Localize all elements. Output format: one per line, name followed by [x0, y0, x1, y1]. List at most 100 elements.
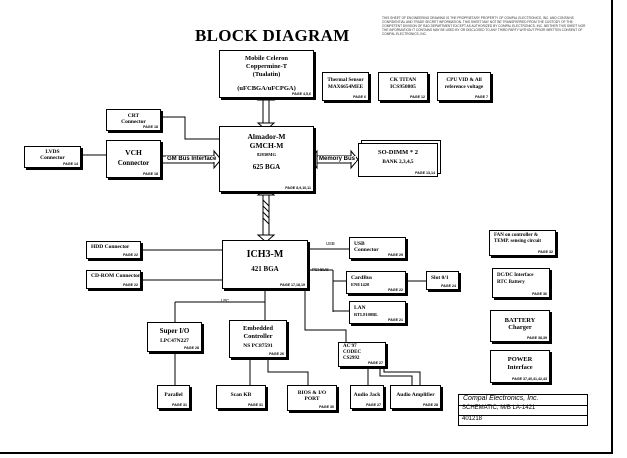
hdd-connector-block: HDD Connector PAGE 22 [86, 241, 141, 259]
slot-page: PAGE 24 [441, 284, 456, 288]
hdd-label: HDD Connector [91, 244, 130, 250]
cpu-label-5: (uFCBGA/uFCPGA) [237, 85, 296, 92]
lpc-bus-lines [174, 289, 266, 322]
ac97-codec-block: AC'97 CODEC CS2992 PAGE 27 [338, 342, 386, 367]
dcdc-rtc-block: DC/DC Interface RTC Battery PAGE 36 [492, 268, 550, 298]
company-name: Compal Electronics, Inc. [463, 395, 539, 402]
cpu-label-2: Coppermine-T [245, 63, 288, 70]
thermal-sensor-block: Thermal Sensor MAX6654MEE PAGE 6 [322, 72, 369, 101]
bios-label-1: BIOS & I/O [297, 390, 327, 396]
cpu-vid-block: CPU VID & All reference voltage PAGE 7 [437, 72, 491, 101]
battery-charger-block: BATTERY Charger PAGE 38,39 [490, 310, 550, 342]
crt-label-2: Connector [121, 119, 146, 125]
lvds-connector-block: LVDS Connector PAGE 14 [24, 146, 81, 168]
ec-label-1: Embedded [243, 325, 273, 332]
ac97-label-2: CODEC [343, 350, 362, 355]
usb-signal-label: USB [326, 241, 335, 246]
parallel-label: Parallel [164, 392, 183, 398]
audio-amplifier-block: Audio Amplifier PAGE 28 [390, 385, 441, 409]
lan-page: PAGE 21 [388, 318, 403, 322]
title-block-divider [459, 415, 587, 416]
title-block-divider [459, 405, 587, 406]
fan-page: PAGE 32 [538, 250, 553, 254]
cdrom-page: PAGE 22 [123, 283, 138, 287]
superio-label-1: Super I/O [159, 327, 190, 335]
dcdc-label-2: RTC Battery [497, 280, 525, 285]
document-number: 401218 [462, 416, 483, 422]
parallel-port-block: Parallel PAGE 31 [157, 385, 190, 409]
power-label-2: Interface [507, 364, 533, 371]
fan-control-block: FAN on controller & TEMP. sensing circui… [489, 230, 556, 256]
ac97-label-1: AC'97 [343, 344, 357, 349]
bios-link [267, 358, 309, 385]
lan-block: LAN RTL8100BL PAGE 21 [349, 301, 406, 324]
gmch-label-4: 625 BGA [252, 163, 281, 171]
scankb-label: Scan KB [230, 392, 252, 398]
bios-page: PAGE 30 [319, 405, 334, 409]
audioamp-page: PAGE 28 [423, 403, 438, 407]
memory-bus-label: Memory Bus [318, 156, 357, 162]
vch-label-1: VCH [125, 148, 142, 157]
cpu-block: Mobile Celeron Coppermine-T (Tualatin) (… [219, 50, 314, 98]
superio-label-2: LPC47N227 [160, 338, 189, 344]
cdrom-connector-block: CD-ROM Connector PAGE 22 [86, 270, 141, 289]
ich-page: PAGE 17,18,19 [280, 283, 305, 287]
usb-connector-block: USB Connector PAGE 29 [349, 237, 406, 259]
ck-label-2: ICS950805 [390, 84, 416, 90]
lvds-page: PAGE 14 [63, 162, 78, 166]
ec-label-3: NS PC87591 [243, 343, 273, 349]
scan-kb-block: Scan KB PAGE 31 [216, 385, 266, 409]
gmch-label-2: GMCH-M [249, 141, 284, 150]
cpu-label-1: Mobile Celeron [244, 55, 289, 62]
lvds-label-2: Connector [40, 155, 65, 161]
ac97-page: PAGE 27 [368, 361, 383, 365]
sodimm-label-1: SO-DIMM * 2 [377, 149, 419, 156]
sheet-border [0, 452, 613, 454]
ec-page: PAGE 26 [269, 352, 284, 356]
title-block: Compal Electronics, Inc. SCHEMATIC, M/B … [458, 394, 588, 426]
cpu-label-3: (Tualatin) [252, 71, 281, 78]
ich-block: ICH3-M 421 BGA PAGE 17,18,19 [222, 240, 308, 289]
cpu-gmch-link [256, 92, 276, 131]
vch-label-2: Connector [117, 159, 150, 167]
schematic-title: SCHEMATIC, M/B LA-1421 [462, 405, 536, 411]
slot-block: Slot 0/1 PAGE 24 [426, 271, 459, 290]
gmch-label-1: Almador-M [247, 132, 286, 141]
usb-page: PAGE 29 [388, 253, 403, 257]
cpu-page: PAGE 4,5,6 [292, 92, 311, 96]
confidentiality-note: THIS SHEET OF ENGINEERING DRAWING IS THE… [382, 16, 586, 36]
gmch-label-3: 82830MG [257, 152, 276, 157]
crt-link [161, 116, 219, 140]
audiojack-page: PAGE 27 [366, 403, 381, 407]
ich-label-2: 421 BGA [251, 265, 279, 273]
fan-label-2: TEMP. sensing circuit [494, 239, 542, 244]
ac97-link [304, 289, 347, 342]
lpc-bus-label: LPC [221, 298, 230, 303]
lvds-label-1: LVDS [45, 149, 60, 155]
cpuvid-page: PAGE 7 [475, 95, 488, 99]
cardbus-page: PAGE 22 [388, 288, 403, 292]
sodimm-label-2: BANK 2,3,4,5 [382, 159, 414, 165]
audioamp-label: Audio Amplifier [396, 392, 435, 398]
bios-label-2: PORT [304, 396, 320, 402]
embedded-controller-block: Embedded Controller NS PC87591 PAGE 26 [229, 320, 287, 358]
cdrom-label: CD-ROM Connector [91, 273, 141, 279]
clock-generator-block: CK TITAN ICS950805 PAGE 12 [378, 72, 428, 101]
fan-label-1: FAN on controller & [494, 233, 539, 238]
thermal-label-1: Thermal Sensor [327, 77, 364, 83]
battery-page: PAGE 38,39 [527, 336, 547, 340]
pci-bus-lines [308, 269, 426, 312]
scankb-page: PAGE 31 [248, 403, 263, 407]
power-label-1: POWER [507, 356, 533, 363]
ich-label-1: ICH3-M [246, 249, 284, 260]
ac97-label-3: CS2992 [343, 356, 360, 361]
vch-connector-block: VCH Connector PAGE 18 [106, 140, 161, 178]
battery-label-2: Charger [508, 324, 532, 331]
battery-label-1: BATTERY [504, 317, 536, 324]
gmch-block: Almador-M GMCH-M 82830MG 625 BGA PAGE 8,… [219, 126, 314, 192]
audiojack-label: Audio Jack [353, 392, 381, 398]
crt-page: PAGE 18 [143, 125, 158, 129]
cpuvid-label-1: CPU VID & All [446, 77, 482, 83]
lan-label-1: LAN [354, 305, 366, 311]
